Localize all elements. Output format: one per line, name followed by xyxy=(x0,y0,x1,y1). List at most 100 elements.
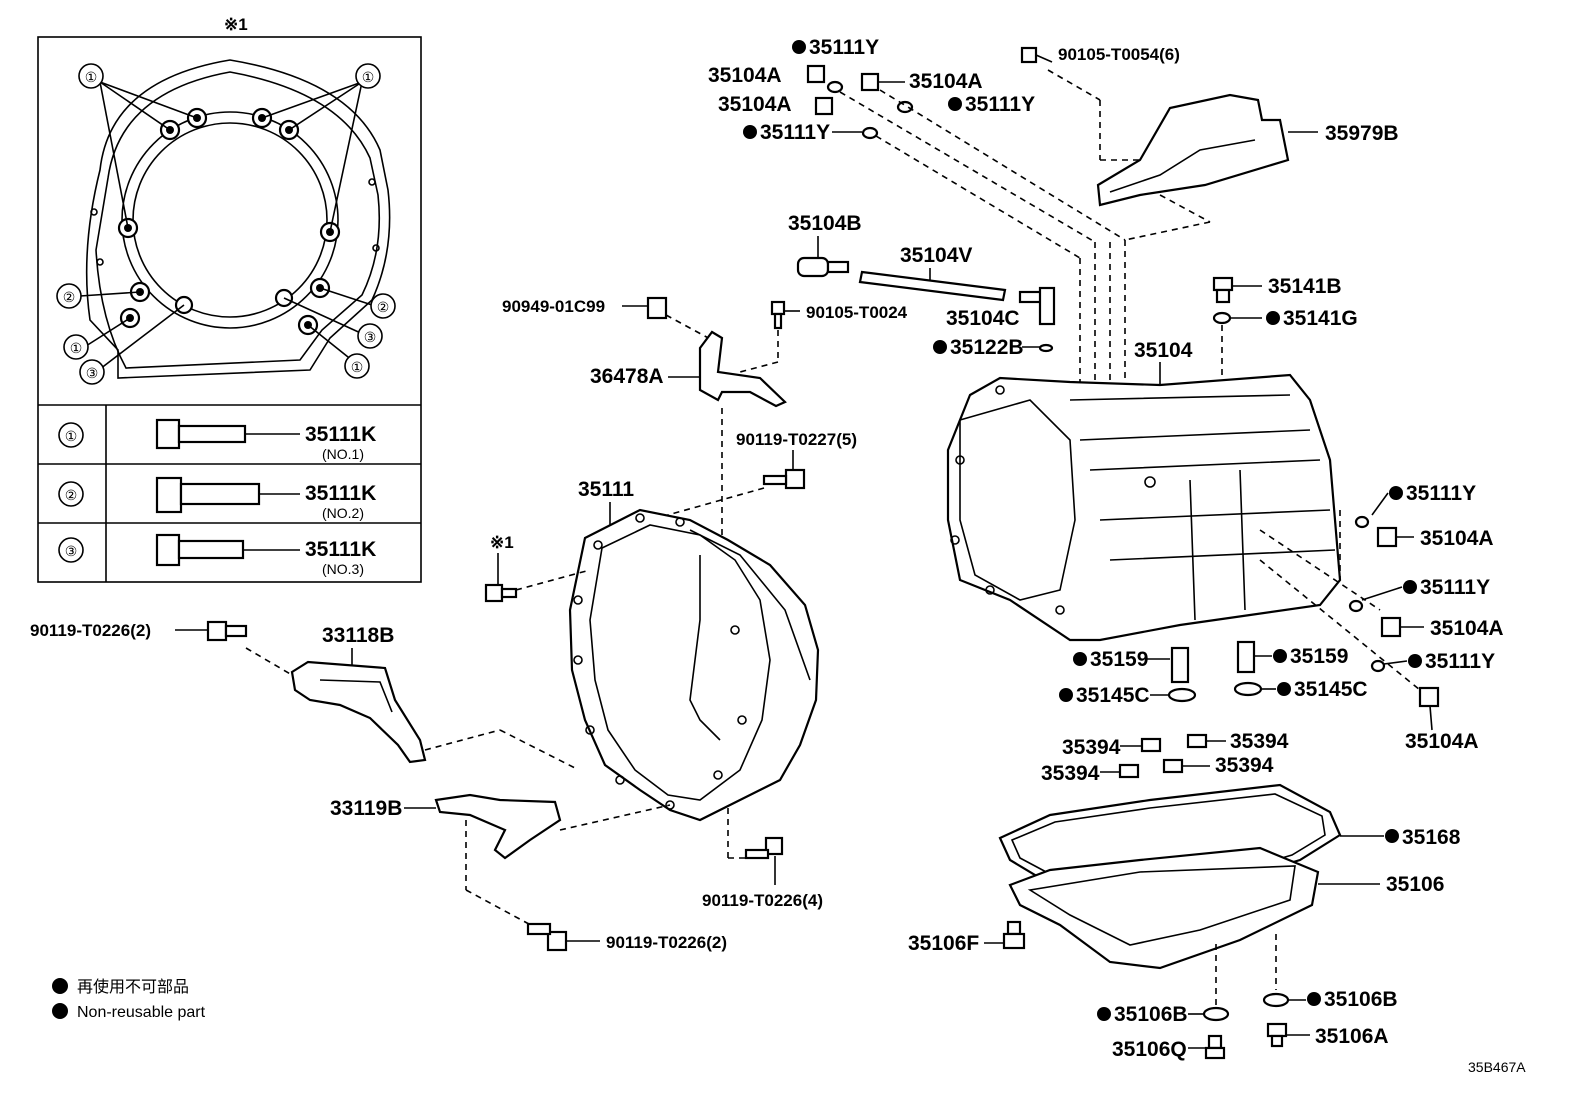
label-35104B: 35104B xyxy=(788,212,862,235)
legend-en: Non-reusable part xyxy=(77,1004,206,1021)
label-35104A-b: 35104A xyxy=(909,70,983,93)
label-35141G: 35141G xyxy=(1283,307,1358,330)
pan-35106 xyxy=(1008,846,1320,970)
bracket-36478A-group: 90949-01C99 90105-T0024 36478A xyxy=(502,296,908,540)
label-35106B-a: 35106B xyxy=(1114,1003,1188,1026)
legend-dot-en xyxy=(52,1003,68,1019)
label-35394-c: 35394 xyxy=(1041,762,1100,785)
label-35104A-f: 35104A xyxy=(1405,730,1479,753)
label-35111Y-c: 35111Y xyxy=(760,121,830,144)
inset-note-mark: ※1 xyxy=(224,15,248,34)
callout-3-l: ③ xyxy=(86,365,99,381)
label-35106A: 35106A xyxy=(1315,1025,1389,1048)
part-36478A xyxy=(698,330,787,408)
part-33119B xyxy=(434,793,562,860)
row-3-num: ③ xyxy=(65,543,78,559)
inset-row-2: ② 35111K (NO.2) xyxy=(58,476,376,521)
label-36478A: 36478A xyxy=(590,365,664,388)
inset-panel: ※1 xyxy=(37,15,422,583)
label-35106B-b: 35106B xyxy=(1324,988,1398,1011)
label-35111Y-b: 35111Y xyxy=(965,93,1035,116)
strainer-group: 35159 35145C 35159 35145C xyxy=(1059,640,1368,707)
label-35104C: 35104C xyxy=(946,307,1020,330)
label-90949-01C99: 90949-01C99 xyxy=(502,297,605,316)
bolt-90119-T0226-4: 90119-T0226(4) xyxy=(702,808,823,910)
label-35394-d: 35394 xyxy=(1215,754,1274,777)
callout-1-tl: ① xyxy=(85,69,98,85)
diagram-code: 35B467A xyxy=(1468,1059,1526,1075)
label-35111Y-e: 35111Y xyxy=(1420,576,1490,599)
plug-35104A-c xyxy=(814,96,834,116)
label-35104A-d: 35104A xyxy=(1420,527,1494,550)
row-3-sub: (NO.3) xyxy=(322,561,364,577)
part-35104C xyxy=(1038,286,1056,326)
label-35104: 35104 xyxy=(1134,339,1193,362)
label-35104A-c: 35104A xyxy=(718,93,792,116)
row-3-part: 35111K xyxy=(305,538,376,561)
legend-dot-jp xyxy=(52,978,68,994)
row-1-num: ① xyxy=(65,428,78,444)
part-35104B xyxy=(796,256,830,278)
clip-90949 xyxy=(646,296,668,320)
label-35394-b: 35394 xyxy=(1230,730,1289,753)
label-35394-a: 35394 xyxy=(1062,736,1121,759)
callout-1-bl: ① xyxy=(70,340,83,356)
bracket-33119B-group: 33119B 90119-T0226(2) xyxy=(330,793,727,952)
inset-row-1: ① 35111K (NO.1) xyxy=(58,418,376,462)
plug-35104A-b xyxy=(860,72,880,92)
plug-35104A-a xyxy=(806,64,826,84)
bolt-90119-T0227: 90119-T0227(5) xyxy=(649,430,857,521)
label-35106F: 35106F xyxy=(908,932,979,955)
magnets-group: 35394 35394 35394 35394 xyxy=(1041,730,1289,785)
label-35111Y-f: 35111Y xyxy=(1425,650,1495,673)
label-35111Y-d: 35111Y xyxy=(1406,482,1476,505)
callout-2-l: ② xyxy=(63,289,76,305)
drain-plugs-group: 35106B 35106B 35106A 35106Q xyxy=(1097,988,1398,1061)
shaft-group: 35104B 35104V 35104C 35122B xyxy=(788,212,1056,359)
part-33118B xyxy=(290,660,427,764)
label-35145C-b: 35145C xyxy=(1294,678,1368,701)
label-35104V: 35104V xyxy=(900,244,972,267)
callout-1-br: ① xyxy=(351,359,364,375)
side-plugs-group: 35111Y 35104A 35111Y 35104A 35111Y 35104… xyxy=(1259,482,1504,753)
part-35104V-shaft xyxy=(858,270,1007,302)
label-90119-T0226-4: 90119-T0226(4) xyxy=(702,891,823,910)
label-90119-T0226-2b: 90119-T0226(2) xyxy=(606,933,727,952)
label-35145C-a: 35145C xyxy=(1076,684,1150,707)
label-note1: ※1 xyxy=(490,533,514,552)
legend: 再使用不可部品 Non-reusable part xyxy=(52,978,206,1021)
label-35141B: 35141B xyxy=(1268,275,1342,298)
inset-callouts: ① ① ② ② ① ③ ③ ① xyxy=(56,63,396,385)
label-35159-b: 35159 xyxy=(1290,645,1348,668)
inset-flange-drawing xyxy=(79,59,391,379)
row-2-sub: (NO.2) xyxy=(322,505,364,521)
legend-jp: 再使用不可部品 xyxy=(77,978,189,996)
row-2-part: 35111K xyxy=(305,482,376,505)
label-35106Q: 35106Q xyxy=(1112,1038,1187,1061)
label-90105-T0024: 90105-T0024 xyxy=(806,303,908,322)
label-90119-T0226-2a: 90119-T0226(2) xyxy=(30,621,151,640)
label-35159-a: 35159 xyxy=(1090,648,1148,671)
label-35111: 35111 xyxy=(578,478,634,501)
label-35168: 35168 xyxy=(1402,826,1461,849)
plug-35141B-group: 35141B 35141G xyxy=(1212,275,1358,375)
row-1-part: 35111K xyxy=(305,423,376,446)
bracket-35979B: 90105-T0054(6) 35979B xyxy=(1020,45,1399,241)
label-35106: 35106 xyxy=(1386,873,1444,896)
oil-pan-group: 35168 35106 35106F xyxy=(908,783,1461,1005)
row-1-sub: (NO.1) xyxy=(322,446,364,462)
label-35104A-e: 35104A xyxy=(1430,617,1504,640)
callout-2-r: ② xyxy=(377,299,390,315)
callout-1-tr: ① xyxy=(362,69,375,85)
label-33119B: 33119B xyxy=(330,797,402,820)
bracket-33118B-group: 90119-T0226(2) 33118B xyxy=(30,620,576,769)
label-33118B: 33118B xyxy=(322,624,394,647)
label-35122B: 35122B xyxy=(950,336,1024,359)
callout-3-r: ③ xyxy=(364,329,377,345)
transmission-case-35104: 35104 xyxy=(946,339,1342,642)
inset-bolt-holes xyxy=(90,107,380,336)
label-35104A-a: 35104A xyxy=(708,64,782,87)
label-90105-T0054: 90105-T0054(6) xyxy=(1058,45,1180,64)
top-plugs-group: 35111Y 35104A 35104A 35104A 35111Y 35111… xyxy=(708,36,1126,385)
